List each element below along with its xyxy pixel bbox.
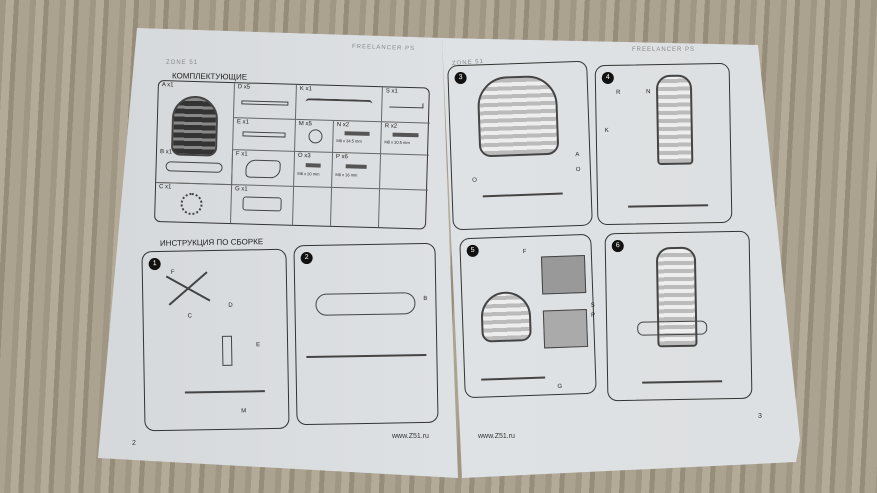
- part-cell: D x5: [233, 83, 297, 120]
- part-cell: G x1: [231, 185, 295, 225]
- step-number: 4: [601, 71, 614, 85]
- part-cell: F x1: [232, 150, 296, 187]
- page-number: 2: [132, 440, 136, 447]
- step-2-panel: 2 B: [293, 242, 439, 426]
- step-number: 1: [148, 257, 161, 271]
- part-cell: K x1: [295, 84, 383, 123]
- part-cell: C x1: [155, 182, 233, 224]
- part-cell: E x1: [233, 118, 296, 152]
- assembly-heading: ИНСТРУКЦИЯ ПО СБОРКЕ: [159, 237, 264, 248]
- step-number: 2: [300, 251, 313, 265]
- part-cell: [330, 187, 381, 228]
- part-cell: [380, 154, 429, 191]
- step-number: 5: [466, 244, 479, 258]
- model-label: FREELANCER PS: [351, 43, 416, 53]
- part-cell: [293, 186, 333, 226]
- step-number: 6: [611, 239, 624, 253]
- step-1-panel: 1 F D C E M: [141, 248, 290, 432]
- part-cell: M x5: [295, 119, 334, 153]
- step-6-panel: 6: [604, 230, 753, 402]
- step-number: 3: [454, 71, 467, 85]
- part-cell: S x1: [381, 87, 431, 124]
- brand-label: ZONE 51: [166, 60, 199, 66]
- website: www.Z51.ru: [478, 433, 515, 440]
- step-5-panel: 5 F S P G: [459, 233, 597, 399]
- step-3-panel: 3 A O O: [447, 60, 593, 231]
- website: www.Z51.ru: [392, 433, 429, 440]
- part-cell: B x1: [156, 148, 234, 186]
- step-4-panel: 4 R N K: [594, 62, 733, 226]
- model-label: FREELANCER PS: [632, 47, 696, 53]
- page-number: 3: [758, 413, 762, 420]
